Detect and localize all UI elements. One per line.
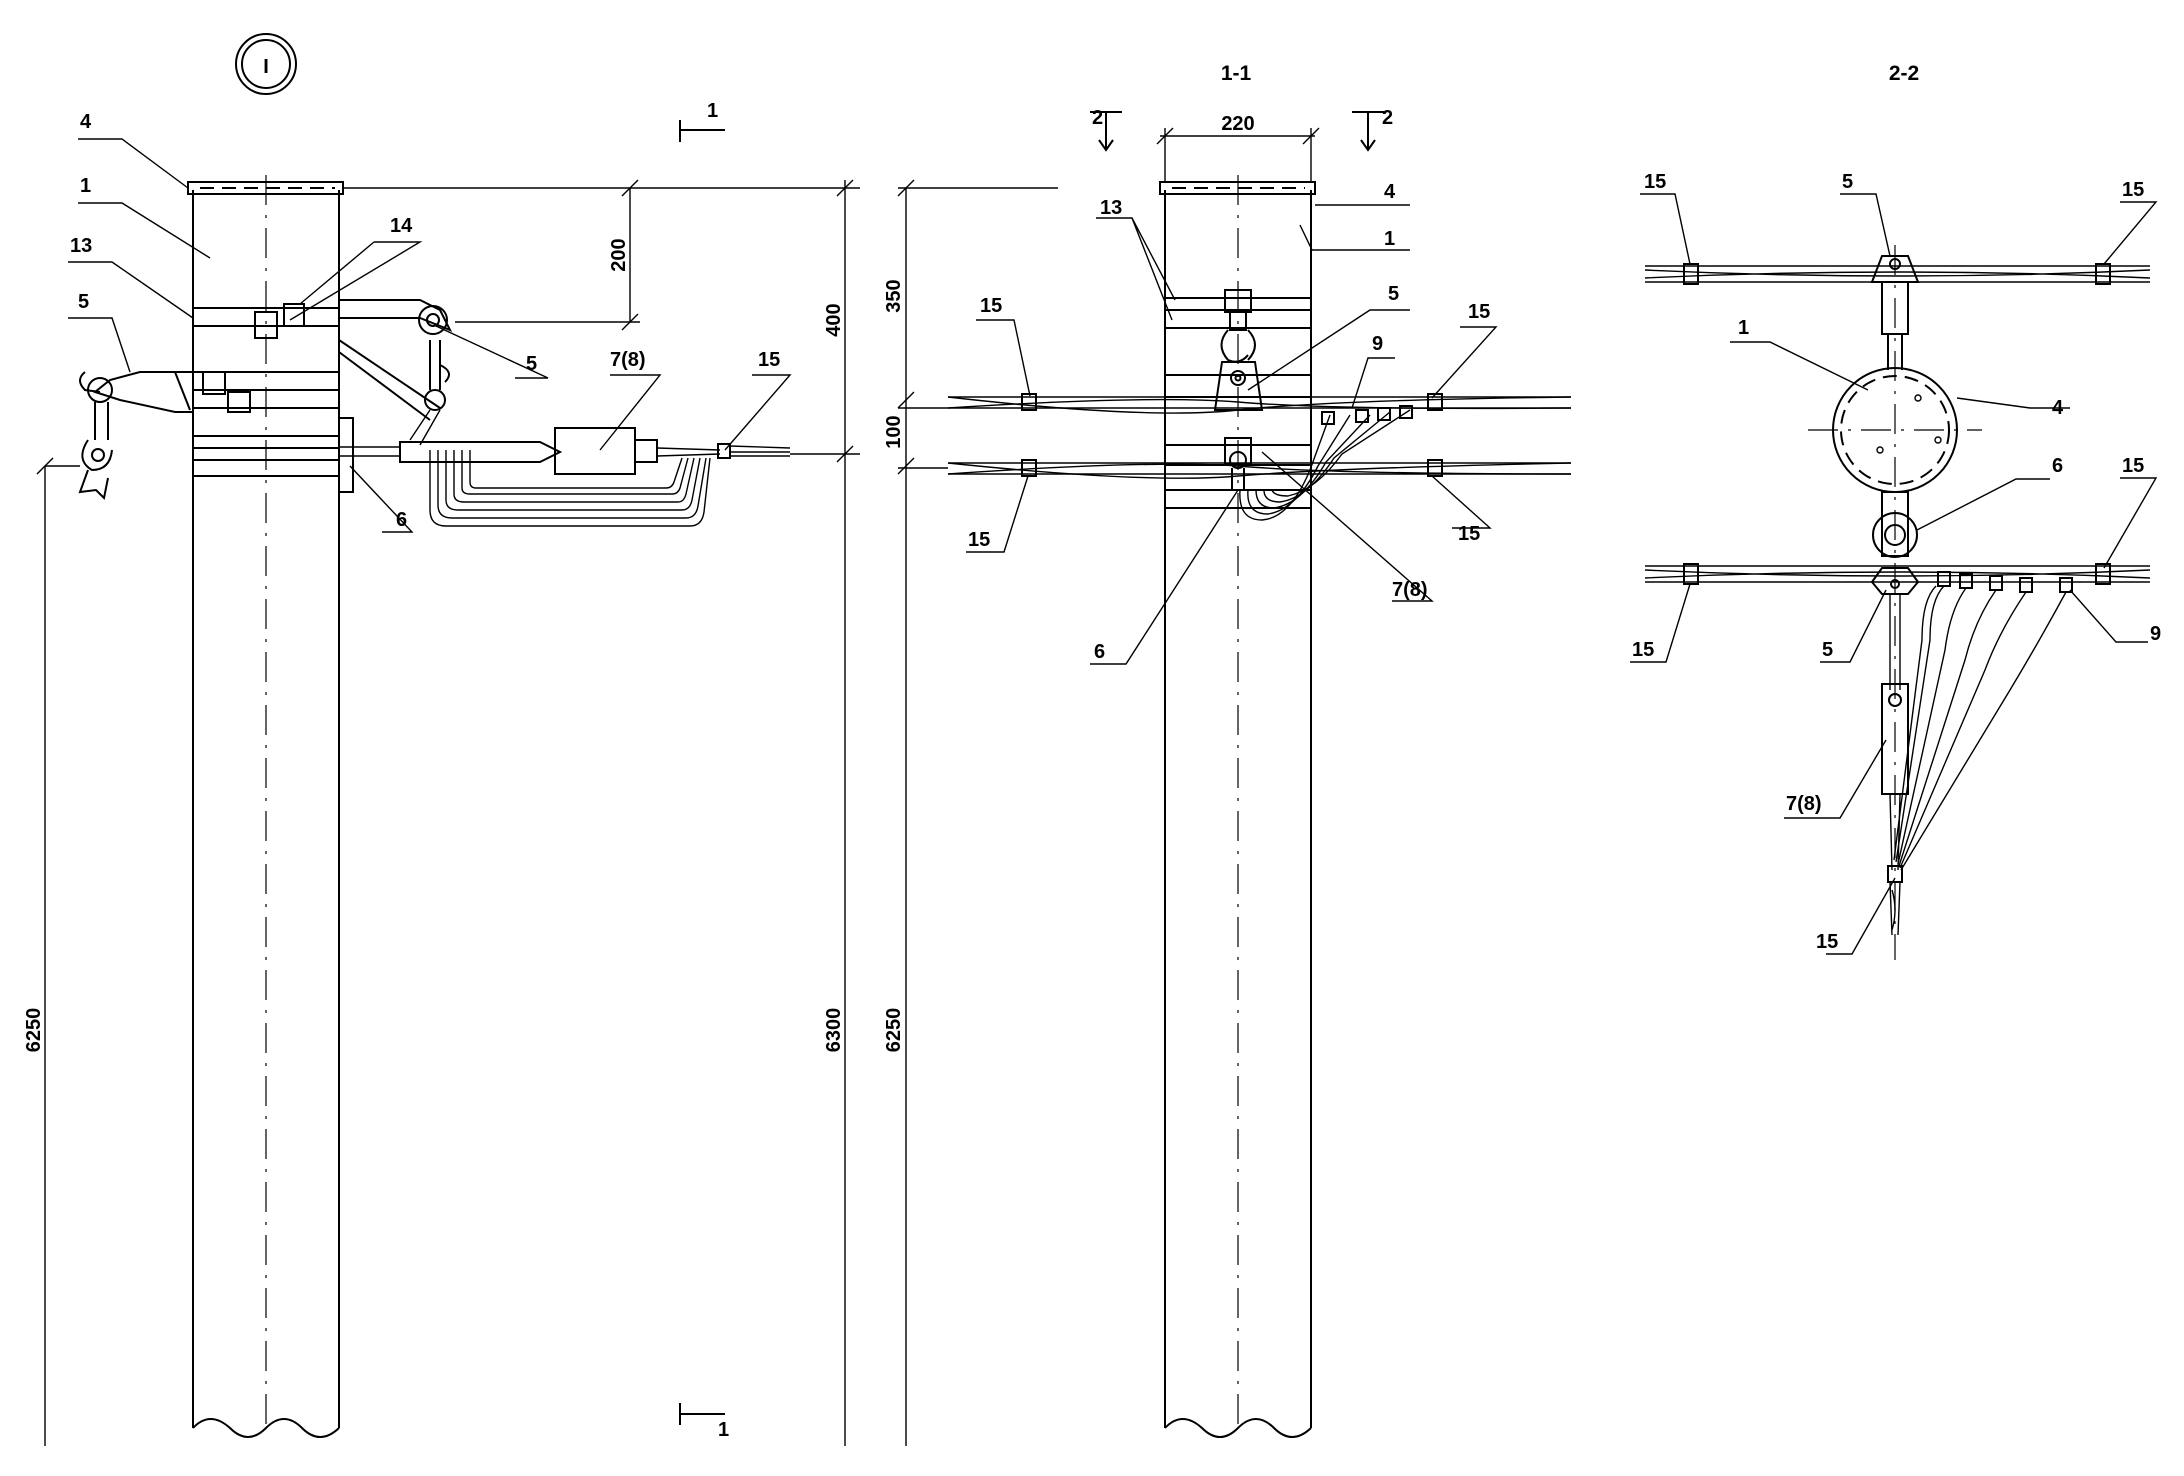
callout-label: 15 xyxy=(1816,931,1838,953)
callout-label: 9 xyxy=(2150,623,2161,645)
dimension-label: 6250 xyxy=(23,1008,45,1053)
lower-cables-1-1 xyxy=(947,459,1572,479)
pole-break-line xyxy=(192,1418,340,1438)
dimension-label: 350 xyxy=(883,279,905,312)
dimension-label: 220 xyxy=(1221,113,1254,135)
callout-label: 1 xyxy=(1384,228,1395,250)
callout-label: 14 xyxy=(390,215,413,237)
section-2-2 xyxy=(1630,193,2158,960)
callout-label: 15 xyxy=(758,349,780,371)
callout-label: 6 xyxy=(1094,641,1105,663)
section-1-1-labels: 1-1 2 2 13 4 1 5 9 15 15 15 15 6 7(8) 22… xyxy=(883,62,1490,1052)
section-mark-label: 1 xyxy=(707,100,718,122)
section-1-1 xyxy=(897,111,1572,1446)
callout-label: 15 xyxy=(1468,301,1490,323)
callout-label: 15 xyxy=(1644,171,1666,193)
dimension-label: 6300 xyxy=(823,1008,845,1053)
dimension-label: 6250 xyxy=(883,1008,905,1053)
callout-label: 4 xyxy=(80,111,92,133)
view-marker-label: I xyxy=(263,56,269,78)
tension-clamp xyxy=(554,427,636,475)
section-title: 2-2 xyxy=(1889,62,1919,85)
branch-wires-1-1 xyxy=(1239,405,1413,521)
callout-label: 5 xyxy=(78,291,89,313)
section-title: 1-1 xyxy=(1221,62,1252,85)
callout-label: 15 xyxy=(1632,639,1654,661)
callout-label: 6 xyxy=(2052,455,2063,477)
main-dimensions xyxy=(36,179,860,1446)
callout-label: 1 xyxy=(1738,317,1749,339)
callout-label: 5 xyxy=(1842,171,1853,193)
section-2-2-labels: 2-2 15 5 15 1 4 6 15 15 5 9 7(8) 15 xyxy=(1632,62,2161,953)
callout-label: 5 xyxy=(1822,639,1833,661)
callout-label: 7(8) xyxy=(1392,579,1428,601)
fan-wires-2-2 xyxy=(1881,585,2067,936)
section-mark-label: 2 xyxy=(1092,107,1103,129)
callout-label: 4 xyxy=(2052,397,2064,419)
section-1-1-leaders xyxy=(966,204,1498,665)
section-mark-label: 2 xyxy=(1382,107,1393,129)
section-mark-label: 1 xyxy=(718,1419,729,1441)
dimension-label: 400 xyxy=(823,303,845,336)
callout-label: 15 xyxy=(2122,455,2144,477)
callout-label: 7(8) xyxy=(1786,793,1822,815)
upper-cables-1-1 xyxy=(947,393,1572,414)
tension-clamp-2-2 xyxy=(1881,683,1909,795)
callout-label: 15 xyxy=(2122,179,2144,201)
callout-label: 15 xyxy=(968,529,990,551)
dimension-label: 100 xyxy=(883,415,905,448)
callout-label: 1 xyxy=(80,175,91,197)
main-view: I xyxy=(36,33,860,1446)
main-labels: 1 1 4 1 13 14 5 5 7(8) 15 6 200 400 6250… xyxy=(23,100,845,1441)
callout-label: 15 xyxy=(980,295,1002,317)
section-1-1-dimensions xyxy=(897,127,1320,1446)
view-marker: I xyxy=(235,33,297,95)
pole-cap-1-1 xyxy=(1159,181,1316,195)
callout-label: 6 xyxy=(396,509,407,531)
dimension-label: 200 xyxy=(608,238,630,271)
main-leaders xyxy=(68,138,792,533)
callout-label: 5 xyxy=(1388,283,1399,305)
callout-label: 13 xyxy=(1100,197,1122,219)
callout-label: 9 xyxy=(1372,333,1383,355)
callout-label: 7(8) xyxy=(610,349,646,371)
callout-label: 5 xyxy=(526,353,537,375)
callout-label: 13 xyxy=(70,235,92,257)
section-2-2-leaders xyxy=(1630,193,2158,955)
callout-label: 15 xyxy=(1458,523,1480,545)
callout-label: 4 xyxy=(1384,181,1396,203)
